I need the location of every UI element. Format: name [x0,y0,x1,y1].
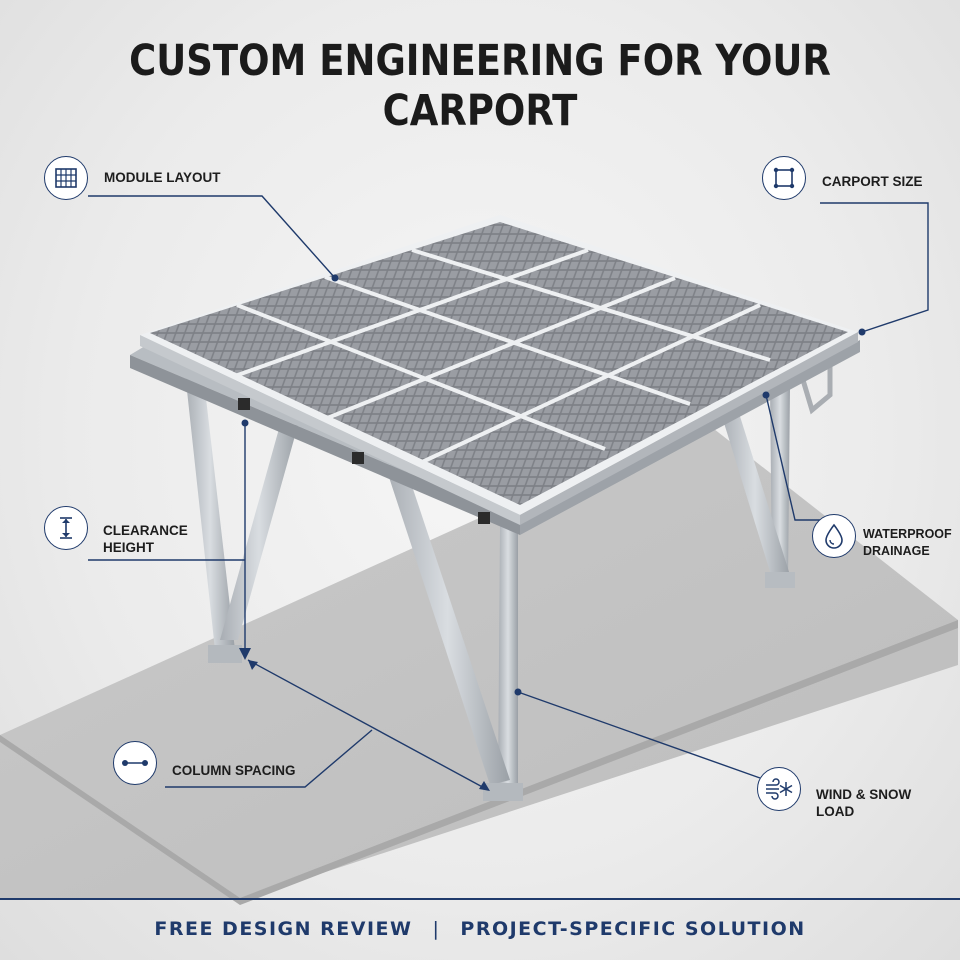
leader-lines [88,195,929,791]
front-left-columns [185,372,298,663]
carport-size-frame-icon [762,156,806,200]
concrete-slab [0,418,958,905]
footer-separator: | [432,918,441,940]
waterproof-drainage-drop-icon [812,514,856,558]
column-spacing-label: COLUMN SPACING [172,763,296,778]
carport-size-label: CARPORT SIZE [822,174,923,189]
footer-divider [0,898,960,900]
module-layout-label: MODULE LAYOUT [104,170,221,185]
leader-dots [239,274,866,791]
wind-snow-load-icon [757,767,801,811]
column-spacing-dots-icon [113,741,157,785]
back-columns [720,356,833,588]
footer-left-text: FREE DESIGN REVIEW [154,918,413,940]
clearance-height-label: CLEARANCE HEIGHT [103,523,188,555]
wind-snow-load-label: WIND & SNOW LOAD [816,787,912,819]
solar-panel-array [140,215,858,525]
footer-tagline: FREE DESIGN REVIEW | PROJECT-SPECIFIC SOLU… [0,918,960,940]
footer-right-text: PROJECT-SPECIFIC SOLUTION [460,918,806,940]
page-title: CUSTOM ENGINEERING FOR YOUR CARPORT [129,36,831,136]
clearance-height-arrow-icon [44,506,88,550]
module-layout-grid-icon [44,156,88,200]
front-right-columns [385,465,523,801]
waterproof-drainage-label: WATERPROOF DRAINAGE [863,527,952,558]
